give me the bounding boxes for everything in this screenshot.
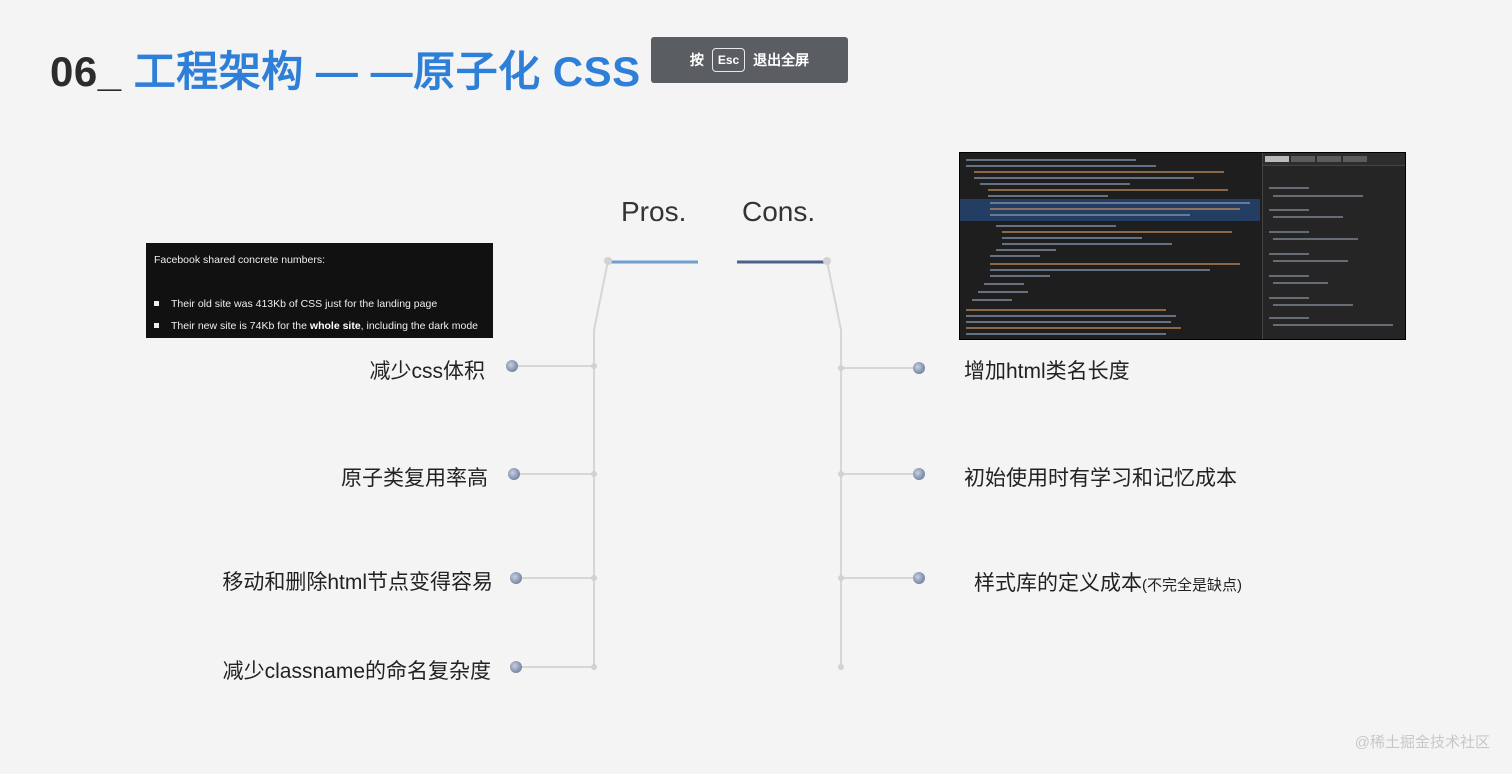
bullet-2-text-post: , including the dark mode	[360, 320, 478, 332]
devtools-tabs	[1263, 153, 1405, 166]
banner-prefix: 按	[689, 52, 704, 68]
exit-fullscreen-banner[interactable]: 按 Esc 退出全屏	[651, 37, 848, 83]
pros-item-4: 减少classname的命名复杂度	[222, 660, 491, 683]
facebook-card-title: Facebook shared concrete numbers:	[154, 254, 326, 266]
cons-bullet-icon-3	[913, 572, 925, 584]
devtools-screenshot	[959, 152, 1406, 340]
pros-trunk	[593, 260, 609, 667]
facebook-card-list: Their old site was 413Kb of CSS just for…	[154, 293, 478, 337]
banner-suffix: 退出全屏	[753, 52, 810, 68]
cons-joint-3	[838, 575, 844, 581]
pros-joint-1	[591, 363, 597, 369]
cons-item-1: 增加html类名长度	[964, 360, 1130, 383]
devtools-elements-panel	[960, 153, 1260, 339]
cons-item-3: 样式库的定义成本(不完全是缺点)	[974, 567, 1242, 597]
cons-joint-4	[838, 664, 844, 670]
pros-heading: Pros.	[621, 196, 687, 227]
cons-bullet-icon-2	[913, 468, 925, 480]
bullet-2-text-bold: whole site	[309, 320, 361, 332]
watermark: @稀土掘金技术社区	[1354, 734, 1490, 751]
pros-bullet-icon-4	[510, 661, 522, 673]
devtools-styles-panel	[1262, 153, 1405, 339]
bullet-2-text-pre: Their new site is 74Kb for the	[171, 320, 310, 332]
cons-joint-1	[838, 365, 844, 371]
cons-joint-2	[838, 471, 844, 477]
slide-title-number: 06_	[50, 48, 122, 95]
pros-item-2: 原子类复用率高	[341, 467, 488, 490]
cons-item-3-text: 样式库的定义成本	[974, 572, 1142, 595]
slide-title: 06_ 工程架构 — —原子化 CSS	[50, 38, 641, 99]
facebook-card-bullet-1: Their old site was 413Kb of CSS just for…	[154, 293, 478, 315]
cons-bullet-icon-1	[913, 362, 925, 374]
facebook-stats-card: Facebook shared concrete numbers: Their …	[146, 243, 493, 338]
facebook-card-bullet-2: Their new site is 74Kb for the whole sit…	[154, 315, 478, 337]
pros-item-1: 减少css体积	[369, 360, 486, 383]
pros-joint-2	[591, 471, 597, 477]
pros-top-node	[604, 257, 612, 265]
cons-trunk	[826, 260, 842, 667]
pros-joint-4	[591, 664, 597, 670]
esc-key-icon: Esc	[711, 48, 746, 72]
pros-joint-3	[591, 575, 597, 581]
pros-item-3: 移动和删除html节点变得容易	[222, 571, 493, 594]
cons-heading: Cons.	[742, 196, 816, 227]
pros-bullet-icon-2	[508, 468, 520, 480]
pros-bullet-icon-1	[506, 360, 518, 372]
pros-bullet-icon-3	[510, 572, 522, 584]
slide-title-text: 工程架构 — —原子化 CSS	[133, 48, 641, 95]
cons-item-2: 初始使用时有学习和记忆成本	[964, 467, 1237, 490]
cons-top-node	[823, 257, 831, 265]
cons-item-3-note: (不完全是缺点)	[1142, 577, 1242, 594]
